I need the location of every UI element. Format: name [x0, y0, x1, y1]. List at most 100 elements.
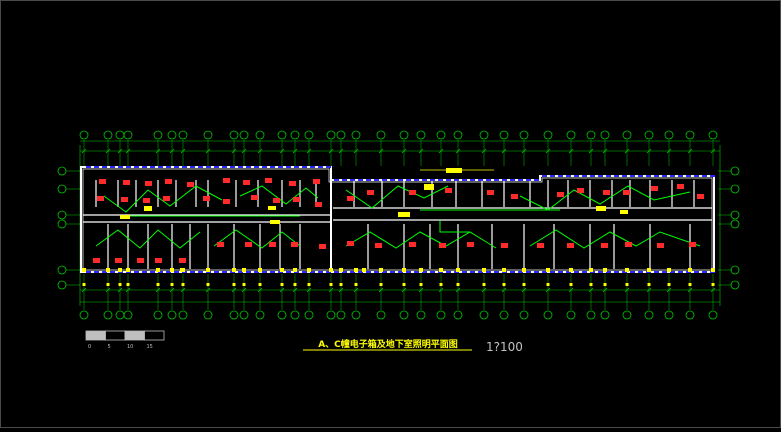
- grounding-point: [339, 283, 343, 286]
- window: [198, 166, 203, 168]
- axis-bubble: [399, 130, 409, 140]
- axis-bubble: [519, 310, 529, 320]
- light-fixture: [697, 194, 704, 199]
- dimension-tick: [501, 148, 507, 154]
- window: [334, 179, 339, 181]
- grounding-point: [329, 283, 333, 286]
- light-fixture: [121, 197, 128, 202]
- window: [534, 271, 539, 273]
- dimension-tick: [481, 287, 487, 293]
- window: [598, 175, 603, 177]
- window: [582, 271, 587, 273]
- window: [390, 179, 395, 181]
- column: [206, 268, 210, 272]
- grounding-point: [667, 283, 671, 286]
- window-markers: [86, 166, 715, 273]
- grounding-point: [482, 283, 486, 286]
- window: [526, 179, 531, 181]
- axis-bubble: [586, 130, 596, 140]
- distribution-panel: [398, 212, 410, 217]
- light-fixture: [217, 242, 224, 247]
- axis-bubble: [255, 130, 265, 140]
- window: [142, 271, 147, 273]
- light-fixture: [203, 196, 210, 201]
- axis-bubble: [622, 310, 632, 320]
- column: [482, 268, 486, 272]
- dimension-tick: [545, 287, 551, 293]
- window: [510, 179, 515, 181]
- axis-bubble: [416, 130, 426, 140]
- lighting-circuits: [95, 185, 701, 249]
- axis-bubble: [336, 310, 346, 320]
- axis-bubble: [178, 130, 188, 140]
- dimension-tick: [81, 287, 87, 293]
- column: [589, 268, 593, 272]
- dimension-tick: [378, 287, 384, 293]
- axis-bubble: [664, 130, 674, 140]
- light-fixture: [657, 243, 664, 248]
- axis-bubble: [229, 130, 239, 140]
- grounding-point: [419, 283, 423, 286]
- window: [102, 166, 107, 168]
- window: [590, 175, 595, 177]
- dimension-tick: [105, 287, 111, 293]
- window: [694, 271, 699, 273]
- scale-bar-label: 5: [108, 344, 111, 350]
- light-fixture: [243, 180, 250, 185]
- window: [406, 179, 411, 181]
- dimension-tick: [338, 148, 344, 154]
- axis-bubble: [153, 310, 163, 320]
- light-fixture: [375, 243, 382, 248]
- light-fixture: [577, 188, 584, 193]
- axis-bubble: [304, 310, 314, 320]
- window: [166, 271, 171, 273]
- lighting-circuit: [439, 220, 470, 233]
- window: [486, 271, 491, 273]
- lighting-circuit: [103, 185, 223, 213]
- window: [382, 271, 387, 273]
- grounding-point: [307, 283, 311, 286]
- window: [318, 166, 323, 168]
- light-fixture: [223, 199, 230, 204]
- window: [670, 271, 675, 273]
- dimension-tick: [687, 287, 693, 293]
- dimension-tick: [205, 148, 211, 154]
- scale-bar-segment: [124, 330, 145, 341]
- grounding-point: [242, 283, 246, 286]
- window: [678, 271, 683, 273]
- light-fixture: [251, 195, 258, 200]
- light-fixture: [273, 198, 280, 203]
- window: [310, 166, 315, 168]
- window: [526, 271, 531, 273]
- axis-bubble: [730, 184, 740, 194]
- window: [574, 271, 579, 273]
- light-fixture: [115, 258, 122, 263]
- drawing-scale: 1?100: [486, 340, 523, 354]
- window: [262, 166, 267, 168]
- axis-bubble: [499, 310, 509, 320]
- window: [126, 166, 131, 168]
- axis-bubble: [57, 210, 67, 220]
- dimension-tick: [353, 148, 359, 154]
- window: [150, 166, 155, 168]
- light-fixture: [137, 258, 144, 263]
- column: [419, 268, 423, 272]
- light-fixture: [467, 242, 474, 247]
- grounding-point: [293, 283, 297, 286]
- window: [342, 271, 347, 273]
- window: [166, 166, 171, 168]
- dimension-tick: [666, 287, 672, 293]
- window: [94, 271, 99, 273]
- window: [302, 271, 307, 273]
- light-fixture: [145, 181, 152, 186]
- light-fixture: [409, 242, 416, 247]
- dimension-tick: [125, 287, 131, 293]
- window: [262, 271, 267, 273]
- light-fixture: [289, 181, 296, 186]
- axis-bubble: [730, 265, 740, 275]
- lighting-circuit: [95, 229, 201, 249]
- window: [574, 175, 579, 177]
- column: [456, 268, 460, 272]
